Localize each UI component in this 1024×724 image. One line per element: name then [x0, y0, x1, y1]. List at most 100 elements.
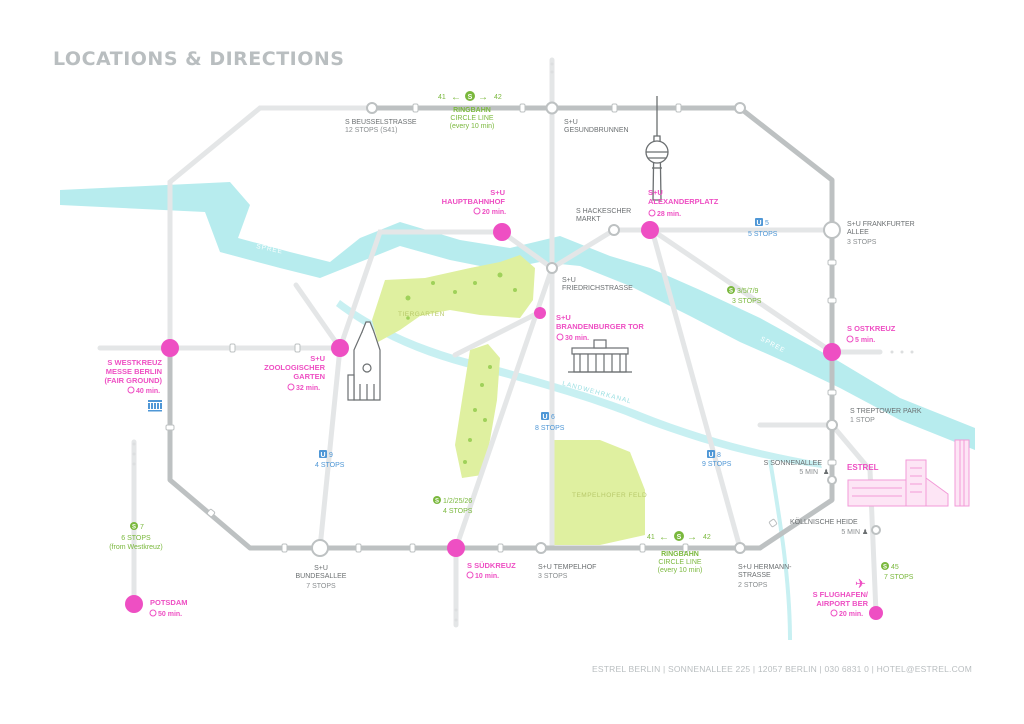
clock-icon [149, 609, 157, 617]
s12-sub: 4 STOPS [443, 508, 473, 515]
u-badge-icon [541, 412, 549, 420]
ring-top-left-num: 41 [438, 94, 446, 101]
s7-num: 7 [140, 524, 144, 531]
label-tempelhofer-feld: TEMPELHOFER FELD [572, 492, 647, 499]
ring-bottom-line2: CIRCLE LINE [658, 559, 702, 566]
s-badge-icon [674, 531, 684, 541]
label-gesundbrunnen-2: GESUNDBRUNNEN [564, 127, 629, 134]
s45-badge: S [883, 565, 887, 571]
river-spree [60, 182, 975, 450]
label-friedrichstrasse-1: S+U [562, 277, 576, 284]
ring-bottom-name: RINGBAHN [661, 551, 699, 558]
time-flughafen: 20 min. [839, 611, 863, 618]
u-badge-icon [755, 218, 763, 226]
time-suedkreuz: 10 min. [475, 573, 499, 580]
s45-sub: 7 STOPS [884, 574, 914, 581]
arrow-right-icon: → [478, 92, 488, 103]
label-frankfurter-1: S+U FRANKFURTER [847, 221, 915, 228]
label-brandenburger-2: BRANDENBURGER TOR [556, 322, 644, 331]
label-friedrichstrasse-2: FRIEDRICHSTRASSE [562, 285, 633, 292]
walk-icon: ♟ [823, 468, 829, 476]
ring-top-line2: CIRCLE LINE [450, 115, 494, 122]
canal-south [768, 459, 792, 641]
label-flughafen-2: AIRPORT BER [816, 599, 868, 608]
label-hackescher-2: MARKT [576, 216, 601, 223]
label-hermannstrasse-2: STRASSE [738, 572, 771, 579]
u9-badge: U [320, 452, 325, 459]
stations-minor [311, 101, 881, 557]
clock-icon [466, 571, 474, 579]
s-badge-icon [465, 91, 475, 101]
label-westkreuz-2: MESSE BERLIN [106, 367, 162, 376]
ring-top-right-num: 42 [494, 94, 502, 101]
ring-bottom-line3: (every 10 min) [658, 567, 703, 574]
s3579-sub: 3 STOPS [732, 298, 762, 305]
label-bundesallee-1: S+U [314, 565, 328, 572]
label-hackescher-1: S HACKESCHER [576, 208, 631, 215]
sub-tempelhof: 3 STOPS [538, 573, 568, 580]
park-hasenheide [455, 344, 500, 478]
s45-num: 45 [891, 564, 899, 571]
label-alexanderplatz-2: ALEXANDERPLATZ [648, 197, 719, 206]
ring-top-line3: (every 10 min) [450, 123, 495, 130]
ring-bottom-left-num: 41 [647, 534, 655, 541]
fairground-icon [148, 400, 162, 412]
u-badge-icon [319, 450, 327, 458]
arrow-right-icon: → [687, 532, 697, 543]
u5-num: 5 [765, 220, 769, 227]
s-badge-icon [130, 522, 138, 530]
s-badge-icon [727, 286, 735, 294]
label-hauptbahnhof-2: HAUPTBAHNHOF [442, 197, 506, 206]
sub-bundesallee: 7 STOPS [306, 583, 336, 590]
ring-top-name: RINGBAHN [453, 107, 491, 114]
time-hauptbahnhof: 20 min. [482, 209, 506, 216]
brandenburg-gate-icon [568, 339, 632, 373]
clock-icon [830, 609, 838, 617]
label-gesundbrunnen-1: S+U [564, 119, 578, 126]
footer-contact: ESTREL BERLIN | SONNENALLEE 225 | 12057 … [592, 664, 972, 674]
sub-treptower: 1 STOP [850, 417, 875, 424]
memorial-church-icon [347, 321, 381, 401]
u5-badge: U [756, 220, 761, 227]
sub-koellnische: 5 MIN [841, 529, 860, 536]
label-ostkreuz: S OSTKREUZ [847, 324, 896, 333]
u5-sub: 5 STOPS [748, 231, 778, 238]
label-sonnenallee: S SONNENALLEE [764, 460, 823, 467]
clock-icon [473, 207, 481, 215]
label-suedkreuz: S SÜDKREUZ [467, 561, 516, 570]
clock-icon [648, 209, 656, 217]
time-westkreuz: 40 min. [136, 388, 160, 395]
label-westkreuz-1: S WESTKREUZ [107, 358, 162, 367]
s-badge-icon [433, 496, 441, 504]
label-hauptbahnhof-1: S+U [490, 188, 505, 197]
label-zoo-3: GARTEN [293, 372, 325, 381]
sub-sonnenallee: 5 MIN [799, 469, 818, 476]
plane-icon: ✈ [855, 576, 866, 591]
arrow-left-icon: ← [451, 92, 461, 103]
clock-icon [287, 383, 295, 391]
label-koellnische: KÖLLNISCHE HEIDE [790, 518, 858, 526]
park-tempelhofer-feld [550, 440, 645, 545]
label-beusselstrasse: S BEUSSELSTRASSE [345, 119, 417, 126]
clock-icon [556, 333, 564, 341]
sub-beusselstrasse: 12 STOPS (S41) [345, 127, 397, 134]
dotted-extensions [132, 62, 914, 622]
s3579-badge: S [729, 289, 733, 295]
s12-num: 1/2/25/26 [443, 498, 472, 505]
s7-sub: 6 STOPS [121, 535, 151, 542]
label-tempelhof: S+U TEMPELHOF [538, 564, 596, 571]
sub-frankfurter: 3 STOPS [847, 239, 877, 246]
s3579-num: 3/5/7/9 [737, 288, 759, 295]
ring-bottom-right-num: 42 [703, 534, 711, 541]
u9-num: 9 [329, 452, 333, 459]
ringbahn-line [167, 105, 835, 551]
label-bundesallee-2: BUNDESALLEE [296, 573, 347, 580]
u8-badge: U [708, 452, 713, 459]
u8-num: 8 [717, 452, 721, 459]
clock-icon [846, 335, 854, 343]
label-potsdam: POTSDAM [150, 598, 188, 607]
time-potsdam: 50 min. [158, 611, 182, 618]
ring-top-badge: S [468, 94, 473, 101]
s7-sub2: (from Westkreuz) [109, 544, 163, 551]
sub-hermannstrasse: 2 STOPS [738, 582, 768, 589]
